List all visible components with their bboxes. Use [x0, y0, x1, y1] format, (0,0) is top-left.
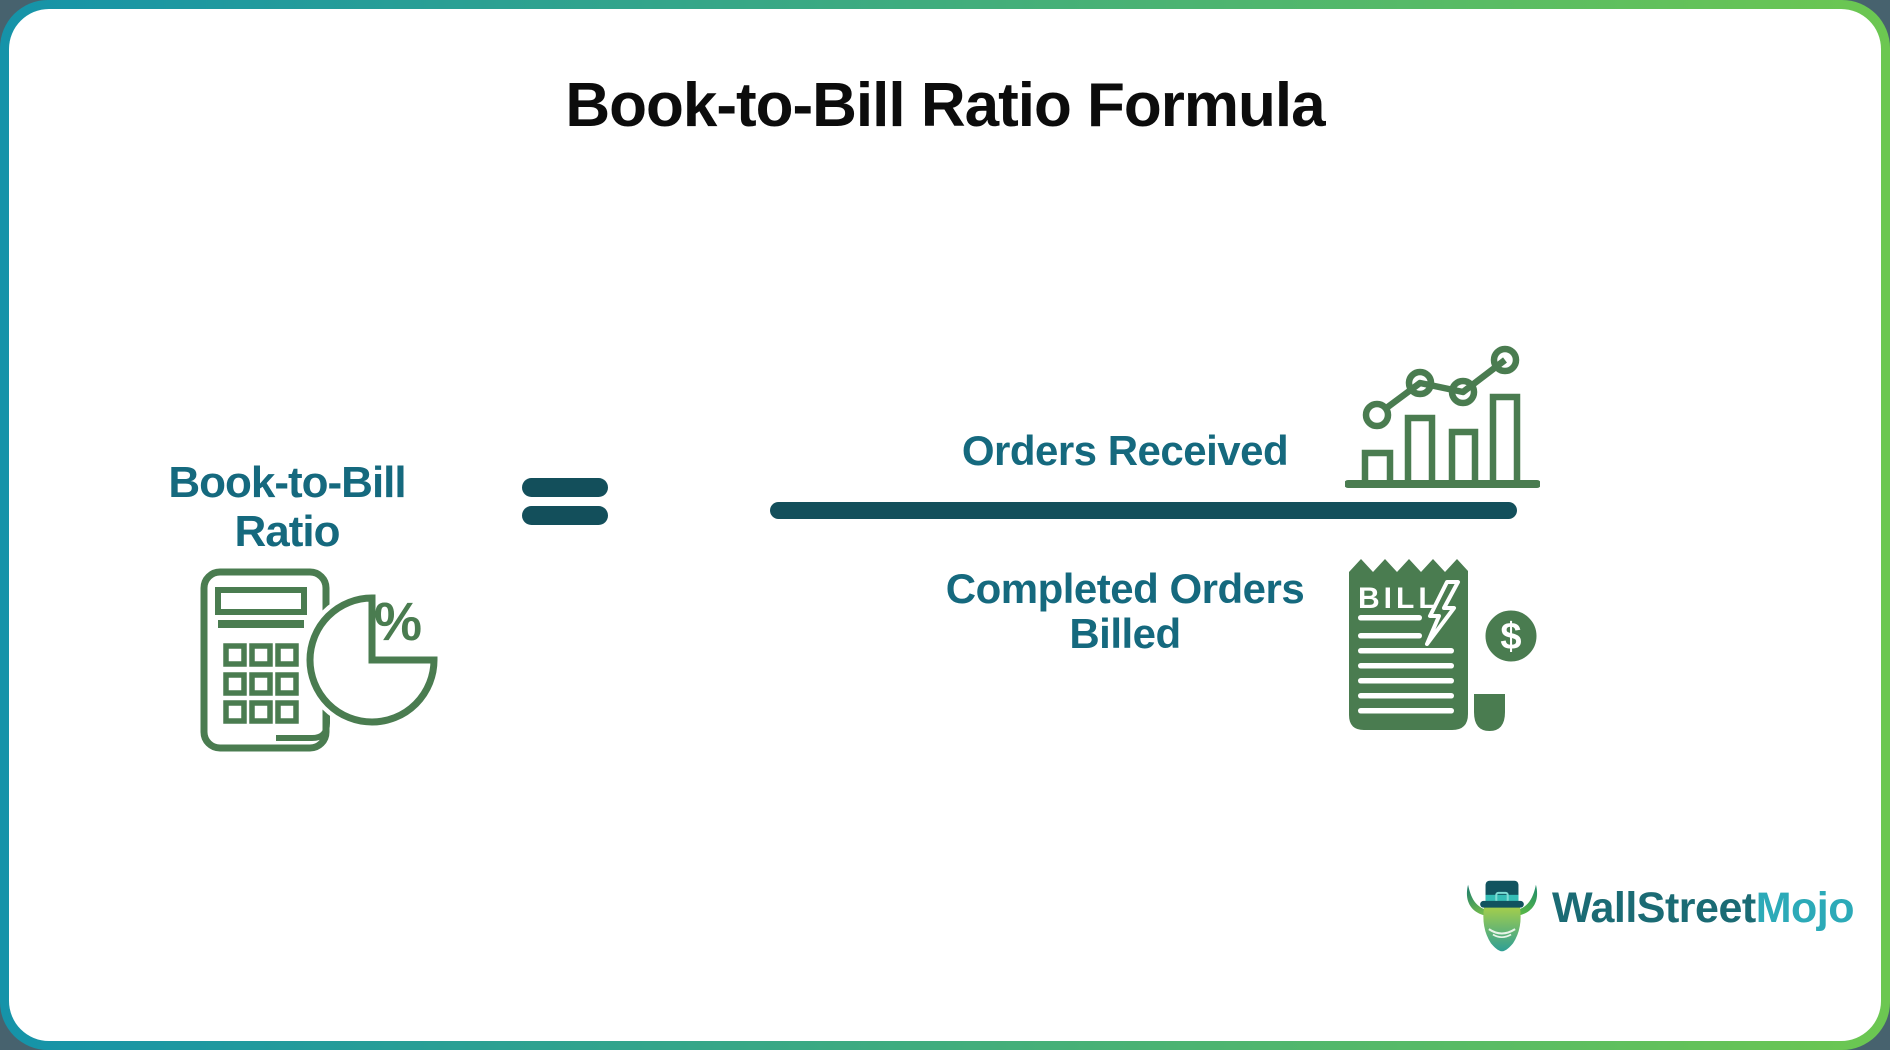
lightning-bolt-icon	[1425, 580, 1460, 646]
fraction-bar	[770, 502, 1517, 519]
percent-sign: %	[374, 592, 422, 652]
denominator-line1: Completed Orders	[945, 565, 1305, 612]
equals-bar-bottom	[522, 506, 608, 525]
denominator-line2: Billed	[1069, 610, 1181, 657]
page-curl	[1470, 690, 1509, 736]
wallstreetmojo-wordmark: WallStreetMojo	[1552, 884, 1855, 933]
rising-bar-chart-trend-icon	[1345, 345, 1540, 488]
wallstreetmojo-logo: WallStreetMojo	[1460, 862, 1860, 972]
lhs-label-line2: Ratio	[234, 507, 341, 556]
denominator-label: Completed Orders Billed	[795, 566, 1455, 656]
card-background	[9, 9, 1881, 1041]
lhs-label: Book-to-Bill Ratio	[137, 458, 437, 556]
wallstreetmojo-bull-icon	[1466, 880, 1538, 952]
bill-label: BILL	[1358, 582, 1441, 615]
wordmark-mojo: Mojo	[1755, 884, 1855, 932]
calculator-pie-chart-icon: %	[200, 568, 442, 752]
equals-sign	[522, 478, 608, 525]
numerator-label: Orders Received	[961, 427, 1289, 474]
page-title: Book-to-Bill Ratio Formula	[565, 71, 1325, 140]
equals-bar-top	[522, 478, 608, 497]
lhs-label-line1: Book-to-Bill	[168, 458, 406, 507]
wordmark-wallstreet: WallStreet	[1552, 884, 1756, 932]
bill-receipt-icon: BILL $	[1349, 559, 1542, 736]
dollar-sign: $	[1500, 616, 1521, 658]
dollar-coin-icon	[1480, 605, 1542, 667]
